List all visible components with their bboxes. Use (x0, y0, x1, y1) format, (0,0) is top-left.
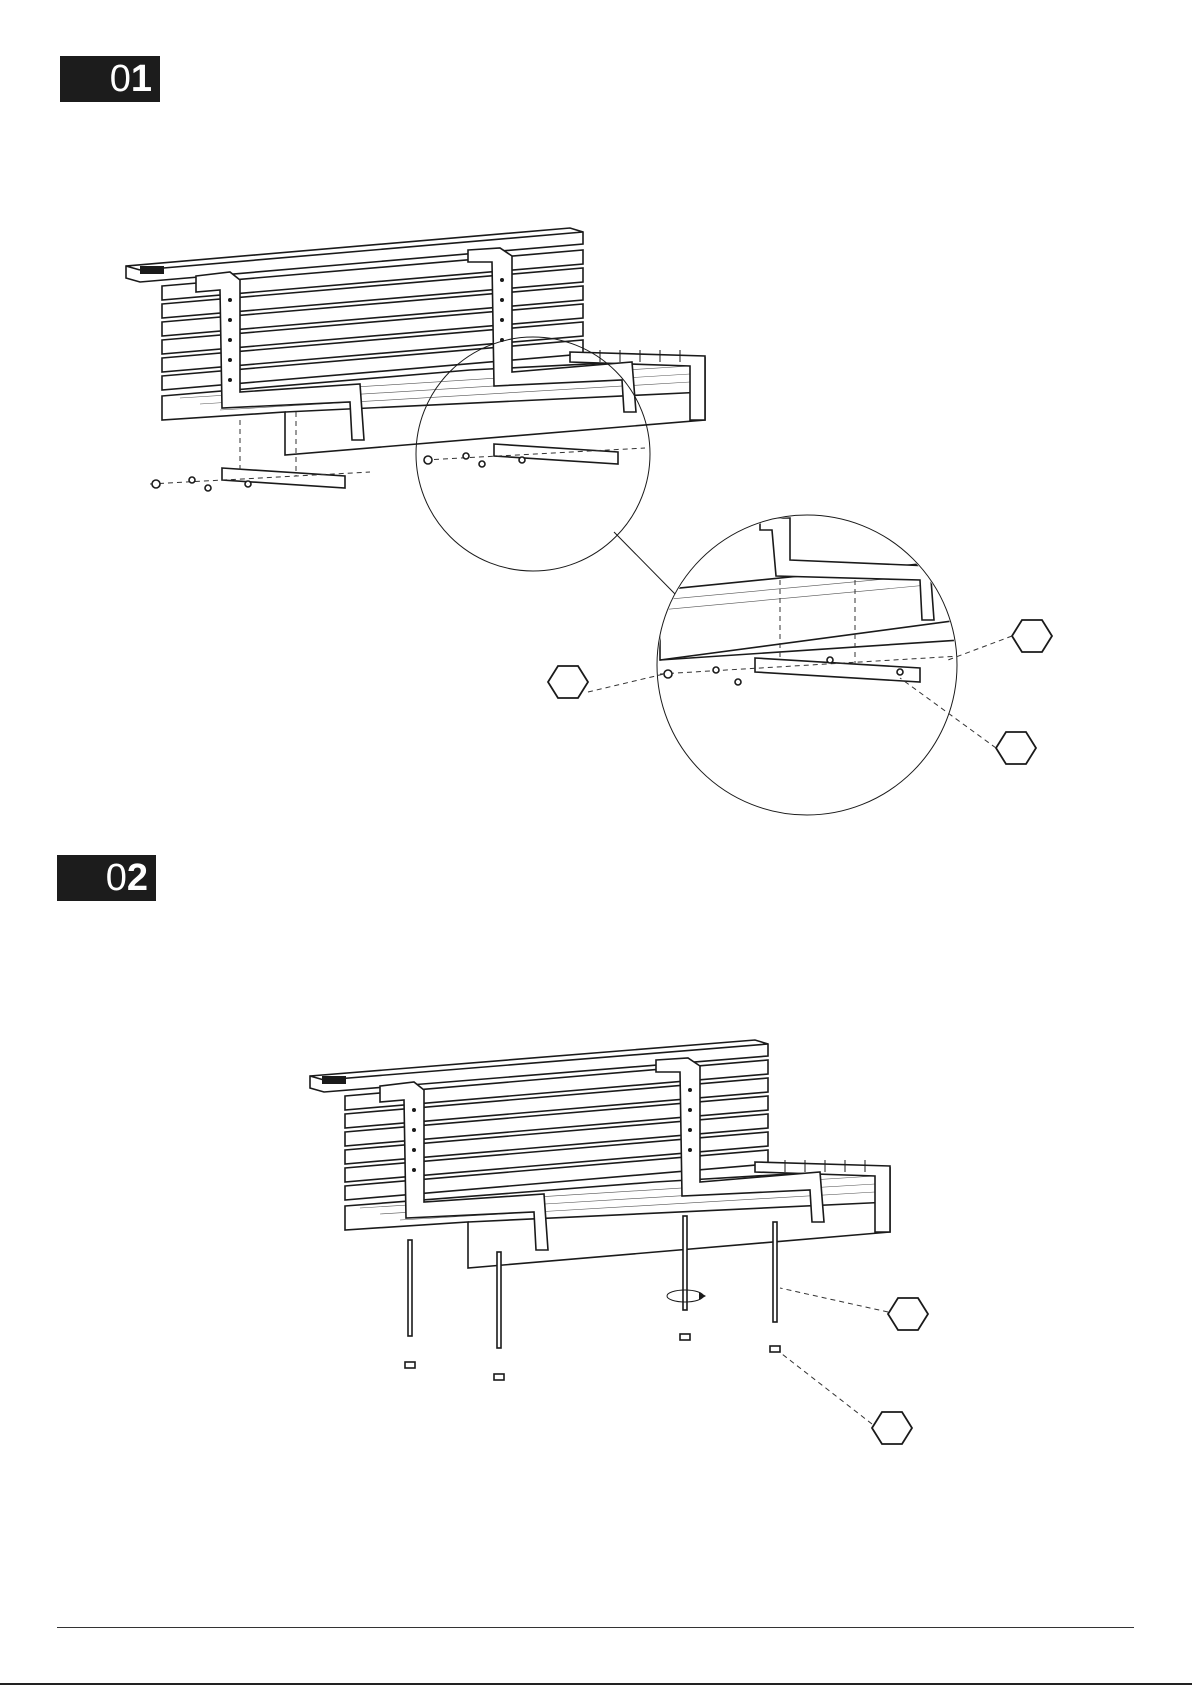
feet (405, 1334, 780, 1380)
label-mark-icon (322, 1076, 346, 1084)
step-2-number-bold: 2 (127, 859, 148, 897)
detail-leader-line (614, 532, 675, 594)
hex-callout-foot (782, 1354, 912, 1444)
leg-1 (408, 1240, 412, 1336)
footer-divider (57, 1627, 1134, 1628)
leg-2 (497, 1252, 501, 1348)
right-bottom-plate (424, 444, 645, 467)
detail-magnified-view (657, 515, 960, 815)
hex-callout-left (548, 666, 664, 698)
leg-4 (773, 1222, 777, 1322)
hex-callout-bottom-right (900, 678, 1036, 764)
leg-3 (683, 1216, 687, 1310)
label-mark-icon (140, 266, 164, 274)
hex-callout-top-right (948, 620, 1052, 660)
hex-callout-leg (780, 1288, 928, 1330)
step-2-assembly-drawing (0, 1000, 1192, 1450)
step-1-assembly-drawing (0, 0, 1192, 830)
step-2-number-light: 0 (106, 859, 127, 897)
